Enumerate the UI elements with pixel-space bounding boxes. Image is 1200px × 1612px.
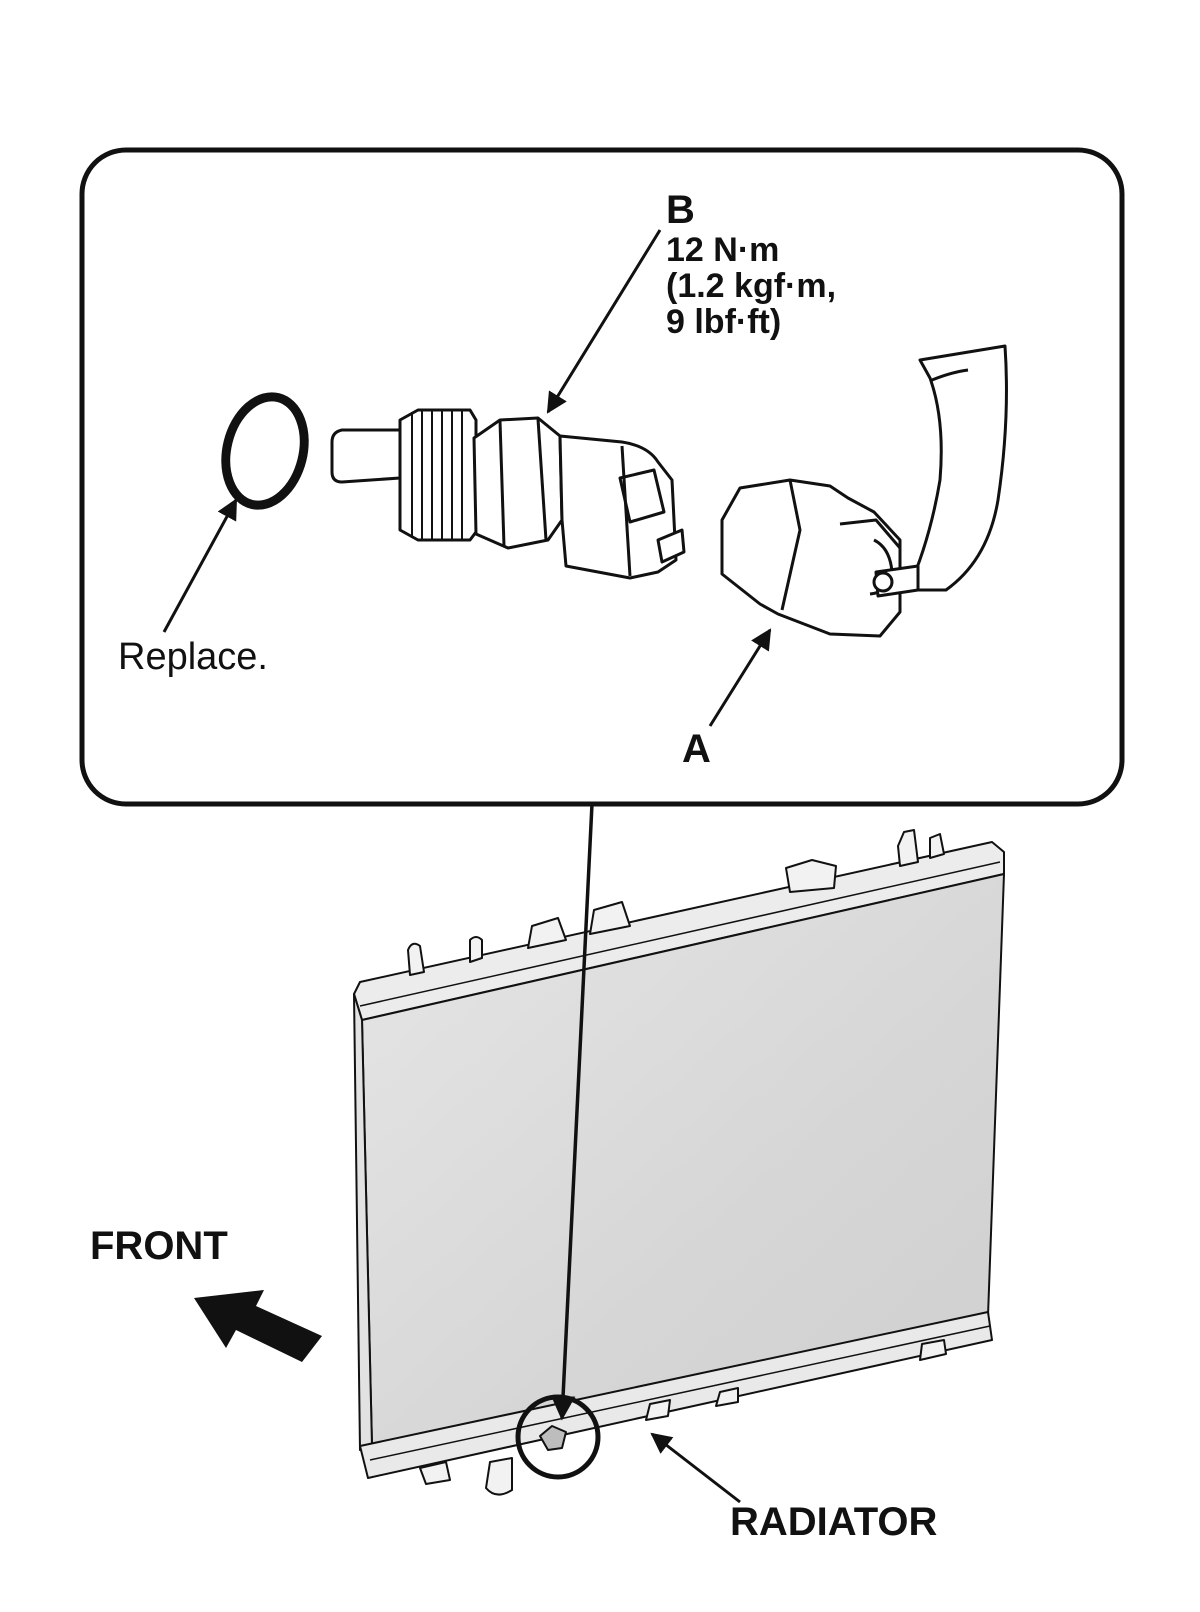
- torque-spec-label: 12 N·m (1.2 kgf·m, 9 lbf·ft): [666, 231, 837, 341]
- leader-line-detail: [550, 803, 594, 1421]
- leader-line-b: [546, 229, 662, 414]
- front-arrow-icon: [194, 1290, 322, 1362]
- leader-line-radiator: [650, 1432, 741, 1504]
- o-ring-icon: [221, 392, 309, 510]
- part-b-label: B: [666, 188, 695, 232]
- leader-line-a: [708, 628, 772, 727]
- radiator-label: RADIATOR: [730, 1500, 938, 1544]
- radiator-icon: [353, 829, 1005, 1496]
- leader-line-replace: [162, 498, 238, 633]
- connector-icon: [720, 344, 1008, 638]
- replace-note-label: Replace.: [118, 636, 268, 678]
- front-direction-label: FRONT: [90, 1224, 228, 1268]
- sensor-icon: [330, 408, 686, 580]
- part-a-label: A: [682, 727, 711, 771]
